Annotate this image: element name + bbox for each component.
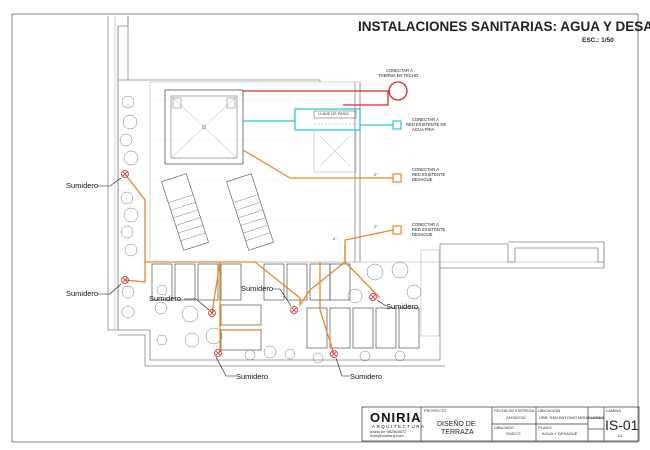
sheet-number: 1/1 [617, 433, 623, 438]
floor-plan-walls [107, 16, 605, 367]
note-cold-1: CONECTAR A [412, 117, 439, 122]
note-therma-2: THERMA EN TECHO [378, 73, 419, 78]
drain-label: Sumidero [386, 302, 418, 311]
company-email: hola@oniriarq.com [370, 433, 404, 438]
valve-tag [313, 110, 357, 119]
drawn-value: SURCO [506, 431, 520, 436]
drain-connection-1 [392, 173, 402, 183]
company-contact: oniria.pe 982564072 [370, 429, 407, 434]
date-value: 24/05/2021 [506, 415, 527, 420]
drain-label: Sumidero [241, 284, 273, 293]
sheet-code: IS-01 [605, 417, 639, 433]
drain-label: Sumidero [66, 181, 98, 190]
leader-lines [98, 177, 387, 377]
drain-label: Sumidero [149, 294, 181, 303]
project-label: PROYECTO [424, 408, 446, 413]
floor-drain-symbols [121, 170, 377, 358]
note-drain2-1: CONECTAR A [412, 222, 439, 227]
sheet-type-label: PLANO [538, 425, 552, 430]
drain-connection-2 [392, 225, 402, 235]
cold-water-connection [392, 120, 402, 130]
project-name-2: TERRAZA [441, 429, 474, 436]
drawn-label: DIBUJADO [494, 425, 514, 430]
drain-label: Sumidero [66, 289, 98, 298]
note-drain1-1: CONECTAR A [412, 167, 439, 172]
deck-hatching [150, 99, 355, 241]
drain-pipe-network [124, 149, 402, 355]
planter-plants [119, 95, 422, 364]
pipe-size-3: 2" [333, 236, 337, 241]
note-valve: LLAVE DE PASO [318, 111, 349, 116]
location-value: URB. SAN ANTONIO MIRAFLORES [539, 415, 604, 420]
sun-lounger [161, 173, 209, 251]
note-therma-1: CONECTAR A [386, 68, 413, 73]
floor-pavers [151, 263, 420, 351]
sheet-border [11, 13, 639, 443]
note-drain2-2: RED EXISTENTE [412, 227, 445, 232]
hot-water-line [243, 81, 408, 106]
location-label: UBICACIÓN [538, 408, 560, 413]
sheet-type-value: AGUA Y DESAGUE [542, 431, 578, 436]
sheet-label: LÁMINA [606, 408, 621, 413]
title-block [361, 406, 640, 442]
note-cold-3: AGUA FRIA [412, 127, 435, 132]
project-name-1: DISEÑO DE [437, 419, 476, 428]
note-drain1-3: DESAGUE [412, 177, 433, 182]
drawing-scale: ESC.: 1/50 [582, 37, 614, 44]
drain-label: Sumidero [236, 372, 268, 381]
company-logo-sub: ARQUITECTURA [372, 424, 426, 429]
pipe-size-2: 2" [374, 224, 378, 229]
pipe-size-1: 2" [374, 172, 378, 177]
drawing-title: INSTALACIONES SANITARIAS: AGUA Y DESAGUE [358, 19, 650, 34]
company-logo: ONIRIA [370, 410, 422, 425]
water-heater-symbol [388, 81, 408, 101]
note-drain2-3: DESAGUE [412, 232, 433, 237]
sun-lounger [226, 173, 274, 251]
note-drain1-2: RED EXISTENTE [412, 172, 445, 177]
date-label: FECHA DE ENTREGA [494, 408, 535, 413]
cold-water-line [243, 108, 402, 131]
jacuzzi [164, 89, 244, 165]
note-cold-2: RED EXISTENTE DE [406, 122, 446, 127]
drain-label: Sumidero [350, 372, 382, 381]
